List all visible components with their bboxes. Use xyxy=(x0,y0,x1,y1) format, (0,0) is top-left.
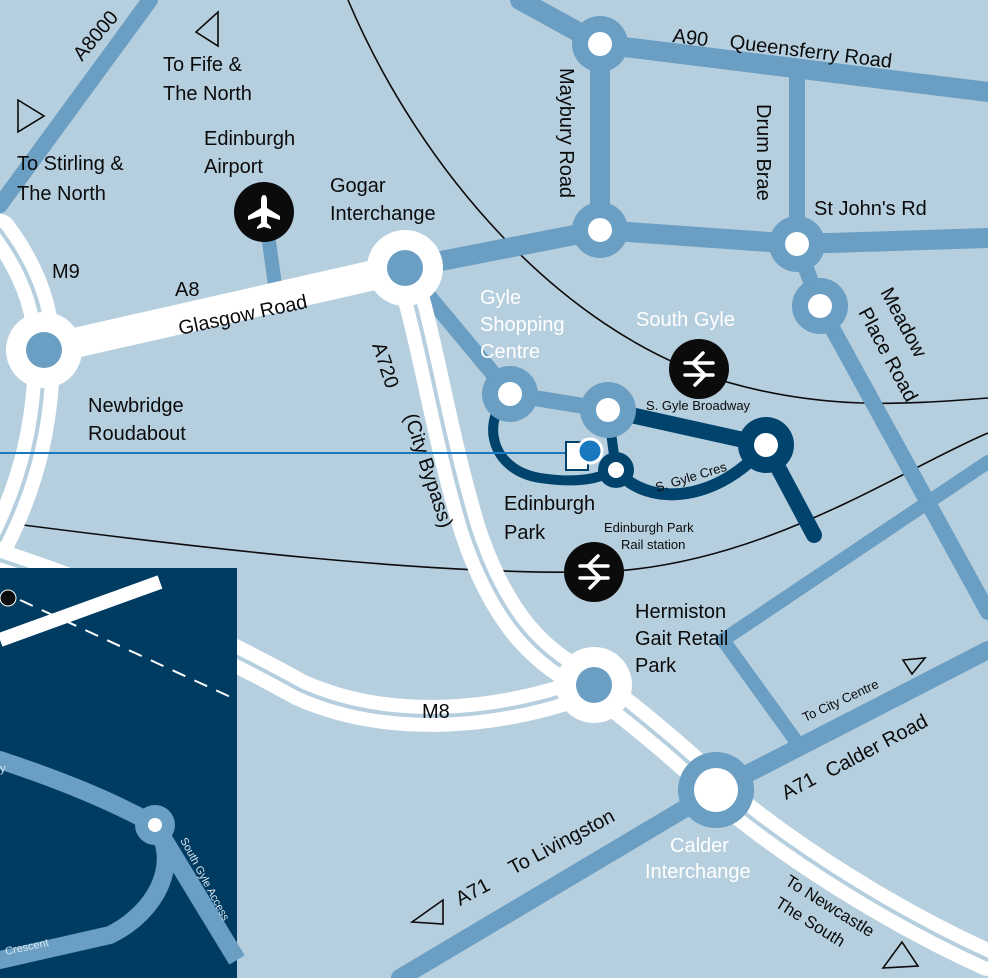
label-hermiston-3: Park xyxy=(635,655,677,677)
road-city-centre xyxy=(716,455,988,755)
label-rail-station: Rail station xyxy=(621,537,685,552)
inset-road-access xyxy=(147,820,245,965)
airplane-icon xyxy=(234,182,294,242)
triangle-city-centre xyxy=(901,657,927,676)
label-m8: M8 xyxy=(422,701,450,723)
label-gyle: Gyle xyxy=(480,287,521,309)
triangle-outline-icon xyxy=(17,10,927,969)
inset-map: y South Gyle Access Crescent xyxy=(0,568,245,978)
label-shopping: Shopping xyxy=(480,314,565,336)
label-drum-brae: Drum Brae xyxy=(752,104,774,201)
label-calder: Calder xyxy=(670,835,729,857)
road-a8000 xyxy=(0,0,158,213)
junction-meadow-place-centre xyxy=(808,294,832,318)
label-st-johns-rd: St John's Rd xyxy=(814,198,927,220)
label-to-stirling: To Stirling & xyxy=(17,153,124,175)
road-st-johns xyxy=(395,220,988,278)
road-glasgow-road xyxy=(29,253,420,365)
junction-calder-centre xyxy=(694,768,738,812)
junctions xyxy=(6,16,848,828)
inset-label-y: y xyxy=(0,763,6,775)
label-centre: Centre xyxy=(480,341,540,363)
rail-icon-south-gyle xyxy=(669,339,729,399)
location-dot-icon[interactable] xyxy=(576,437,604,465)
junction-broadway-west-centre xyxy=(596,398,620,422)
label-to-fife-2: The North xyxy=(163,83,252,105)
junction-gyle-centre xyxy=(498,382,522,406)
junction-maybury-stjohns-centre xyxy=(588,218,612,242)
label-edinburgh-park: Edinburgh xyxy=(504,493,595,515)
junction-drum-brae-centre xyxy=(785,232,809,256)
label-gogar-2: Interchange xyxy=(330,203,436,225)
label-edinburgh-park-rail: Edinburgh Park xyxy=(604,520,694,535)
triangle-livingston xyxy=(409,898,444,925)
label-calder-interchange: Interchange xyxy=(645,861,751,883)
junction-broadway-east-centre xyxy=(754,433,778,457)
inset-rail-icon xyxy=(0,589,17,607)
label-to-fife: To Fife & xyxy=(163,54,243,76)
label-maybury-road: Maybury Road xyxy=(555,68,577,198)
triangle-stirling xyxy=(17,98,46,134)
label-edinburgh-airport-2: Airport xyxy=(204,156,263,178)
label-edinburgh-airport: Edinburgh xyxy=(204,128,295,150)
label-edinburgh-park-2: Park xyxy=(504,522,546,544)
label-newbridge: Newbridge xyxy=(88,395,184,417)
triangle-fife xyxy=(194,10,219,48)
junction-newbridge-centre xyxy=(26,332,62,368)
inset-dashed-rail xyxy=(19,599,238,701)
label-to-stirling-2: The North xyxy=(17,183,106,205)
label-m9: M9 xyxy=(52,261,80,283)
rail-icon-edinburgh-park xyxy=(564,542,624,602)
triangle-newcastle xyxy=(881,940,920,969)
label-s-gyle-broadway: S. Gyle Broadway xyxy=(646,398,751,413)
junction-hermiston-centre xyxy=(576,667,612,703)
inset-road-main xyxy=(0,575,163,647)
label-gogar: Gogar xyxy=(330,175,386,197)
label-a90: A90 xyxy=(671,25,709,51)
label-south-gyle: South Gyle xyxy=(636,309,735,331)
junction-cres-centre xyxy=(608,462,624,478)
inset-junction-centre xyxy=(148,818,162,832)
label-a8: A8 xyxy=(175,279,199,301)
label-newbridge-2: Roudabout xyxy=(88,423,186,445)
junction-gogar-centre xyxy=(387,250,423,286)
label-hermiston: Hermiston xyxy=(635,601,726,623)
label-hermiston-2: Gait Retail xyxy=(635,628,728,650)
junction-maybury-queensferry-centre xyxy=(588,32,612,56)
